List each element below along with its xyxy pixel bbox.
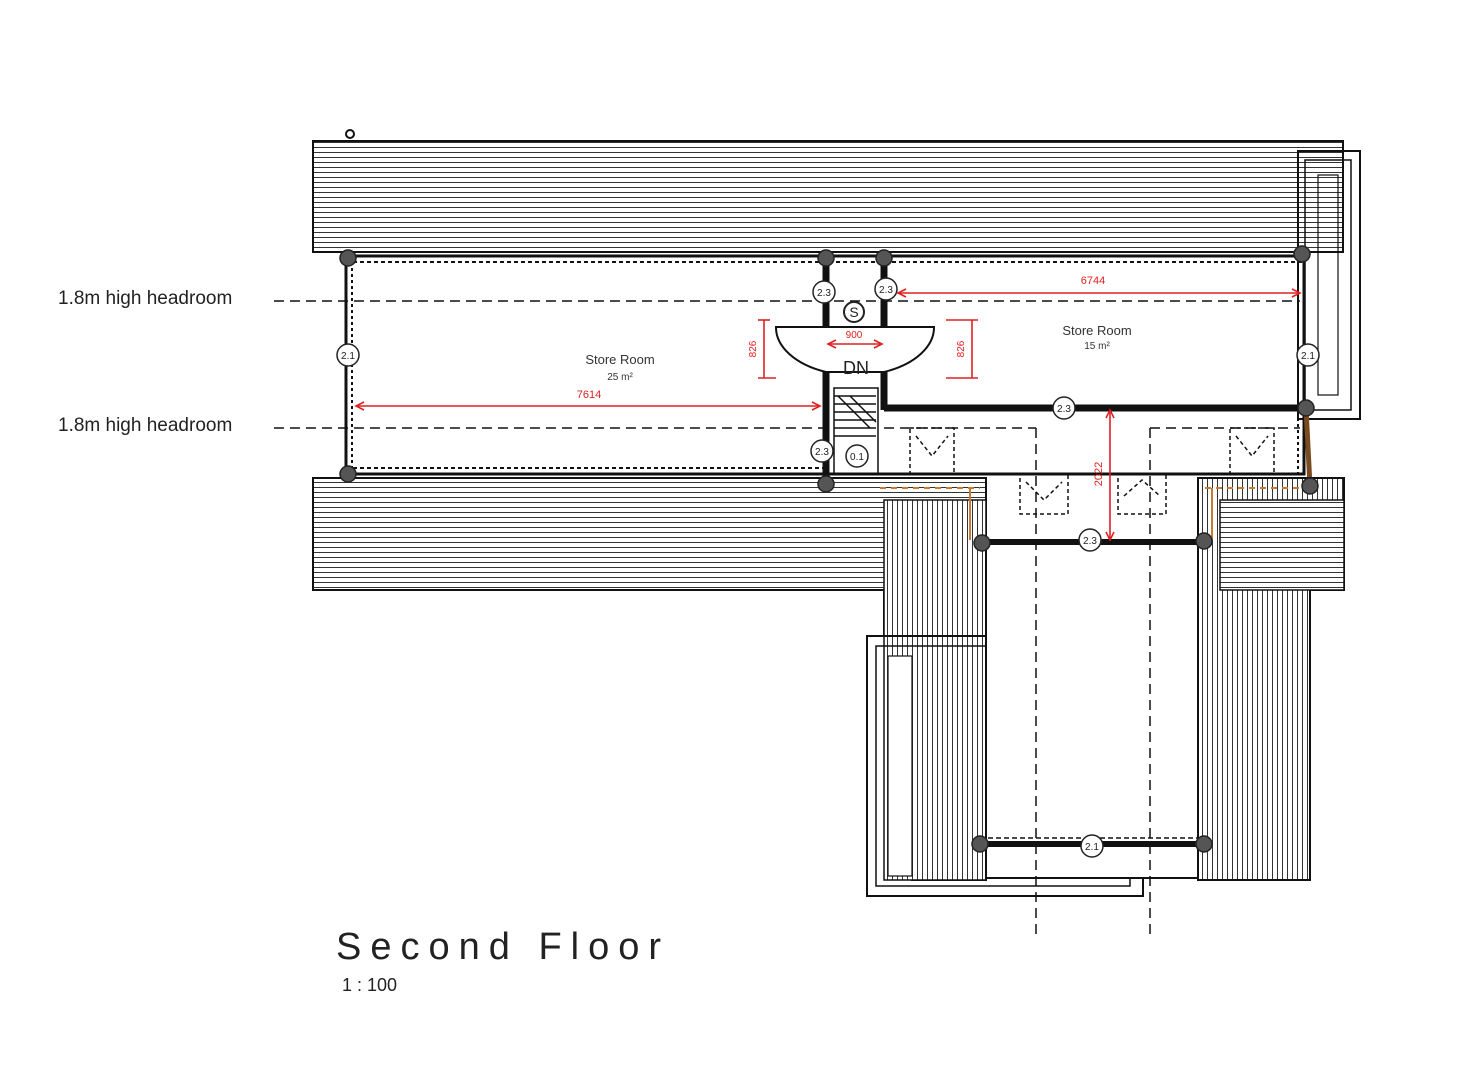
dim-left-width: 7614 bbox=[577, 389, 601, 401]
dim-right-width: 6744 bbox=[1081, 275, 1105, 287]
stair-tag-circle bbox=[843, 301, 865, 323]
wall-tag: 2.1 bbox=[1301, 351, 1315, 362]
room-right-area: 15 m² bbox=[1084, 341, 1110, 352]
wall-tag: 2.3 bbox=[1057, 404, 1071, 415]
dim-stair-left-depth: 826 bbox=[748, 340, 759, 357]
wall-tag: 2.1 bbox=[341, 351, 355, 362]
roof-top bbox=[312, 129, 1361, 420]
dimension-lines bbox=[354, 288, 1302, 542]
wall-tag: 2.3 bbox=[817, 288, 831, 299]
room-right-name: Store Room bbox=[1062, 323, 1131, 338]
room-left-area: 25 m² bbox=[607, 372, 633, 383]
wall-nodes bbox=[339, 245, 1319, 853]
stair-down-label: DN bbox=[843, 358, 869, 378]
wall-tag: 2.1 bbox=[1085, 842, 1099, 853]
wall-tags: 2.3 2.3 2.1 2.1 2.3 2.3 0.1 2.3 2.1 bbox=[336, 277, 1320, 858]
stair-tag: S bbox=[849, 304, 858, 320]
wall-tag: 2.3 bbox=[1083, 536, 1097, 547]
wall-tag: 0.1 bbox=[850, 452, 864, 463]
headroom-label-bottom: 1.8m high headroom bbox=[58, 415, 233, 436]
dim-stair-width: 900 bbox=[846, 330, 863, 341]
roof-lower bbox=[312, 477, 1345, 897]
drawing-title: Second Floor bbox=[336, 926, 671, 968]
drawing-scale: 1 : 100 bbox=[342, 975, 398, 995]
wall-tag: 2.3 bbox=[815, 447, 829, 458]
room-left-name: Store Room bbox=[585, 352, 654, 367]
dim-stair-right-depth: 826 bbox=[956, 340, 967, 357]
wall-tag: 2.3 bbox=[879, 285, 893, 296]
headroom-label-top: 1.8m high headroom bbox=[58, 288, 233, 309]
dim-corridor-depth: 2022 bbox=[1093, 462, 1105, 486]
courtyard bbox=[884, 427, 1300, 938]
